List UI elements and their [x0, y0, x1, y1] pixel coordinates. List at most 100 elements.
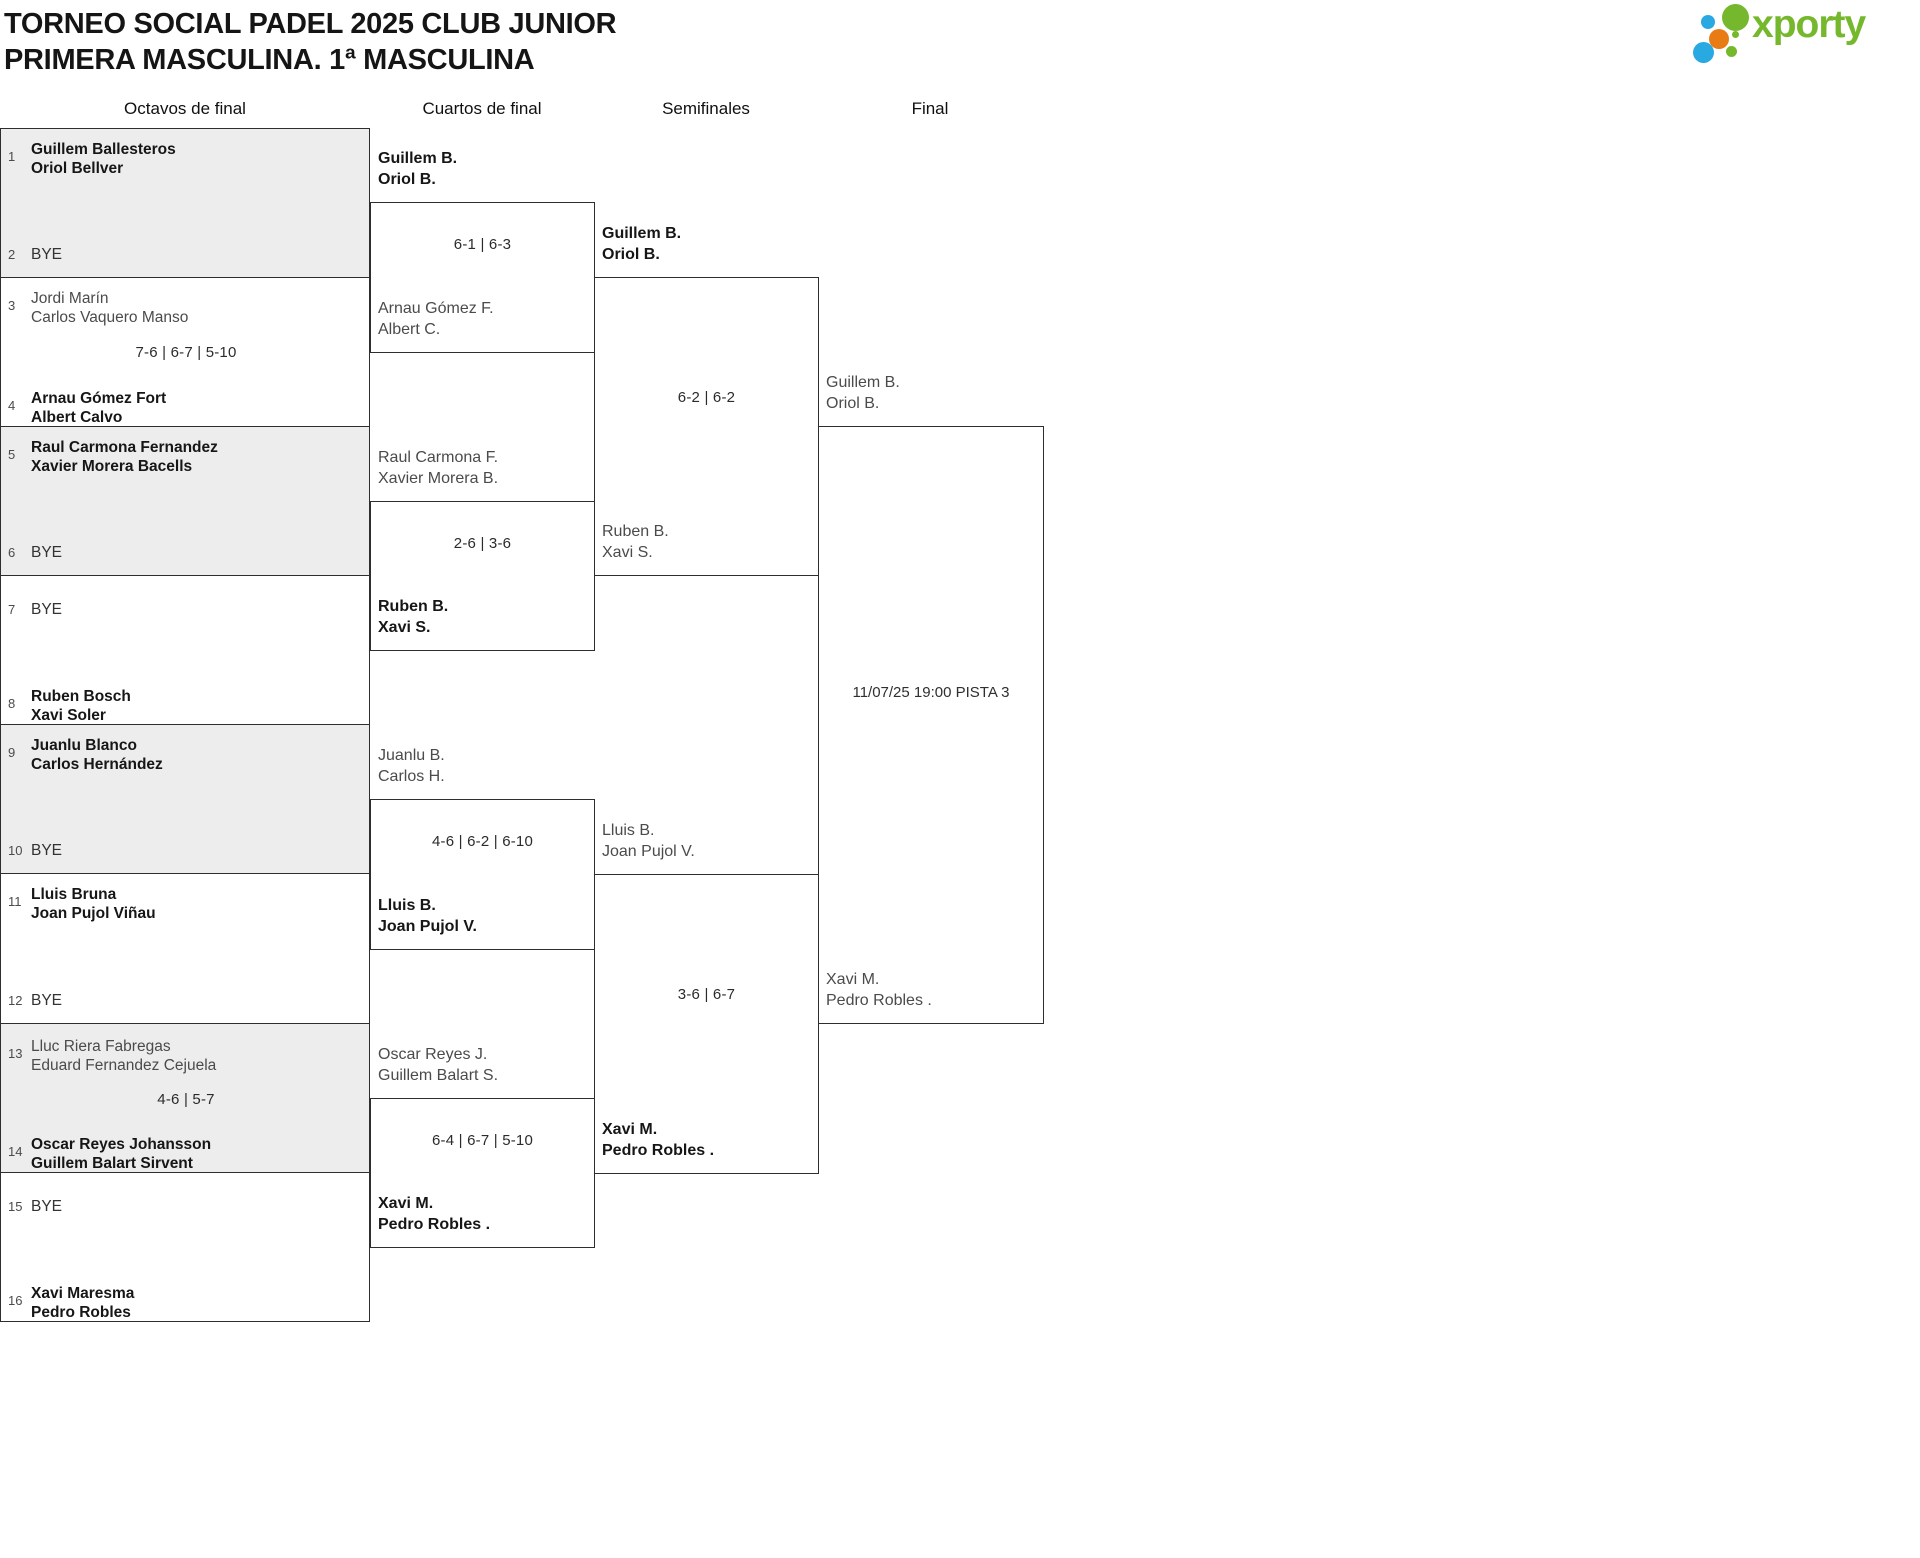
player-name: Lluc Riera Fabregas — [31, 1038, 171, 1055]
player-name: Eduard Fernandez Cejuela — [31, 1057, 217, 1074]
player-name: Pedro Robles . — [602, 1142, 715, 1159]
logo-dot-orange-icon — [1709, 29, 1729, 49]
qf1-score: 6-1 | 6-3 — [453, 236, 512, 253]
r16-slot-16-team: Xavi Maresma Pedro Robles — [31, 1284, 134, 1322]
r16-match-3-box: 5 Raul Carmona Fernandez Xavier Morera B… — [0, 426, 370, 576]
player-name: Jordi Marín — [31, 290, 109, 307]
final-box — [818, 426, 1044, 1024]
r16-slot-4-team: Arnau Gómez Fort Albert Calvo — [31, 389, 166, 427]
qf2-score: 2-6 | 3-6 — [453, 535, 512, 552]
round-header-final: Final — [911, 99, 949, 118]
player-name: Ruben B. — [378, 598, 449, 615]
slot-number: 15 — [8, 1199, 23, 1214]
slot-number: 11 — [8, 894, 22, 909]
r16-match-7-score: 4-6 | 5-7 — [157, 1091, 215, 1108]
logo-wordmark: xporty — [1752, 3, 1866, 46]
logo-dot-blue-small-icon — [1701, 15, 1715, 29]
player-name: Pedro Robles . — [826, 992, 932, 1009]
r16-match-6-box: 11 Lluis Bruna Joan Pujol Viñau 12 BYE — [0, 873, 370, 1024]
player-name: Oriol B. — [826, 395, 880, 412]
player-name: Xavi Maresma — [31, 1285, 135, 1302]
category-subtitle: PRIMERA MASCULINA. 1ª MASCULINA — [4, 44, 535, 76]
player-name: Albert Calvo — [31, 409, 123, 426]
slot-number: 6 — [8, 545, 16, 560]
player-name: Ruben Bosch — [31, 688, 131, 705]
sf2-box — [594, 874, 819, 1174]
r16-match-1-box: 1 Guillem Ballesteros Oriol Bellver 2 BY… — [0, 128, 370, 278]
player-name: Xavi S. — [378, 619, 431, 636]
player-name: Guillem Balart S. — [378, 1067, 499, 1084]
logo-dot-green-small-icon — [1726, 46, 1737, 57]
r16-slot-8-team: Ruben Bosch Xavi Soler — [31, 687, 131, 725]
xporty-logo: xporty — [1690, 0, 1920, 72]
slot-number: 14 — [8, 1144, 23, 1159]
r16-slot-9-team: Juanlu Blanco Carlos Hernández — [31, 736, 163, 774]
player-name: Xavier Morera B. — [378, 470, 499, 487]
player-name: Guillem Ballesteros — [31, 141, 176, 158]
slot-number: 7 — [8, 602, 16, 617]
sf1-team1-label: Guillem B. Oriol B. — [602, 223, 681, 265]
r16-slot-1-team: Guillem Ballesteros Oriol Bellver — [31, 140, 176, 178]
r16-slot-6-bye: BYE — [31, 544, 63, 561]
player-name: Guillem B. — [826, 374, 900, 391]
player-name: Xavier Morera Bacells — [31, 458, 193, 475]
qf4-score: 6-4 | 6-7 | 5-10 — [431, 1132, 534, 1149]
player-name: Carlos H. — [378, 768, 445, 785]
player-name: Carlos Hernández — [31, 756, 163, 773]
r16-slot-2-bye: BYE — [31, 246, 63, 263]
sf2-team2-label: Xavi M. Pedro Robles . — [602, 1119, 714, 1161]
r16-slot-10-bye: BYE — [31, 842, 63, 859]
qf1-team2-label: Arnau Gómez F. Albert C. — [378, 298, 494, 340]
round-header-semifinales: Semifinales — [662, 99, 750, 118]
qf3-team2-label: Lluis B. Joan Pujol V. — [378, 895, 477, 937]
player-name: Guillem B. — [602, 225, 682, 242]
player-name: Guillem B. — [378, 150, 458, 167]
slot-number: 9 — [8, 745, 16, 760]
player-name: Pedro Robles — [31, 1304, 131, 1321]
r16-match-7-box: 13 Lluc Riera Fabregas Eduard Fernandez … — [0, 1023, 370, 1173]
player-name: Juanlu B. — [378, 747, 445, 764]
player-name: Xavi S. — [602, 544, 653, 561]
r16-match-5-box: 9 Juanlu Blanco Carlos Hernández 10 BYE — [0, 724, 370, 874]
slot-number: 12 — [8, 993, 23, 1008]
slot-number: 5 — [8, 447, 16, 462]
final-team1-label: Guillem B. Oriol B. — [826, 372, 900, 414]
player-name: Joan Pujol V. — [378, 918, 477, 935]
player-name: Xavi M. — [378, 1195, 434, 1212]
player-name: Oriol B. — [378, 171, 436, 188]
r16-slot-5-team: Raul Carmona Fernandez Xavier Morera Bac… — [31, 438, 218, 476]
slot-number: 8 — [8, 696, 16, 711]
sf2-score: 3-6 | 6-7 — [677, 986, 736, 1003]
qf2-team2-label: Ruben B. Xavi S. — [378, 596, 448, 638]
qf2-team1-label: Raul Carmona F. Xavier Morera B. — [378, 447, 498, 489]
player-name: Xavi Soler — [31, 707, 106, 724]
sf1-score: 6-2 | 6-2 — [677, 389, 736, 406]
slot-number: 4 — [8, 398, 16, 413]
qf3-score: 4-6 | 6-2 | 6-10 — [431, 833, 534, 850]
r16-slot-12-bye: BYE — [31, 992, 63, 1009]
qf2-box — [370, 501, 595, 651]
r16-slot-7-bye: BYE — [31, 601, 63, 618]
player-name: Joan Pujol Viñau — [31, 905, 156, 922]
r16-slot-15-bye: BYE — [31, 1198, 63, 1215]
r16-slot-13-team: Lluc Riera Fabregas Eduard Fernandez Cej… — [31, 1037, 216, 1075]
player-name: Guillem Balart Sirvent — [31, 1155, 193, 1172]
slot-number: 10 — [8, 843, 23, 858]
r16-match-8-box: 15 BYE 16 Xavi Maresma Pedro Robles — [0, 1172, 370, 1322]
r16-match-4-box: 7 BYE 8 Ruben Bosch Xavi Soler — [0, 575, 370, 725]
player-name: Pedro Robles . — [378, 1216, 491, 1233]
qf1-team1-label: Guillem B. Oriol B. — [378, 148, 457, 190]
sf1-team2-label: Ruben B. Xavi S. — [602, 521, 669, 563]
qf4-team2-label: Xavi M. Pedro Robles . — [378, 1193, 490, 1235]
slot-number: 2 — [8, 247, 16, 262]
player-name: Oscar Reyes J. — [378, 1046, 488, 1063]
r16-slot-3-team: Jordi Marín Carlos Vaquero Manso — [31, 289, 188, 327]
player-name: Juanlu Blanco — [31, 737, 137, 754]
slot-number: 1 — [8, 149, 16, 164]
r16-match-2-box: 3 Jordi Marín Carlos Vaquero Manso 7-6 |… — [0, 277, 370, 427]
qf3-team1-label: Juanlu B. Carlos H. — [378, 745, 445, 787]
player-name: Raul Carmona Fernandez — [31, 439, 218, 456]
player-name: Oriol B. — [602, 246, 660, 263]
round-header-octavos: Octavos de final — [124, 99, 246, 118]
